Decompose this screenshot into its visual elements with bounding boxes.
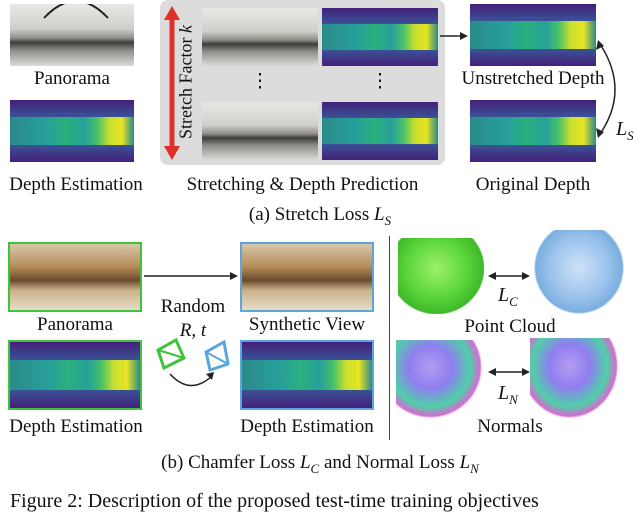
ln-label: LN [498,382,518,408]
figure-caption: Figure 2: Description of the proposed te… [10,490,539,513]
caption-b: (b) Chamfer Loss LC and Normal Loss LN [0,452,640,477]
normals-label: Normals [430,416,590,438]
